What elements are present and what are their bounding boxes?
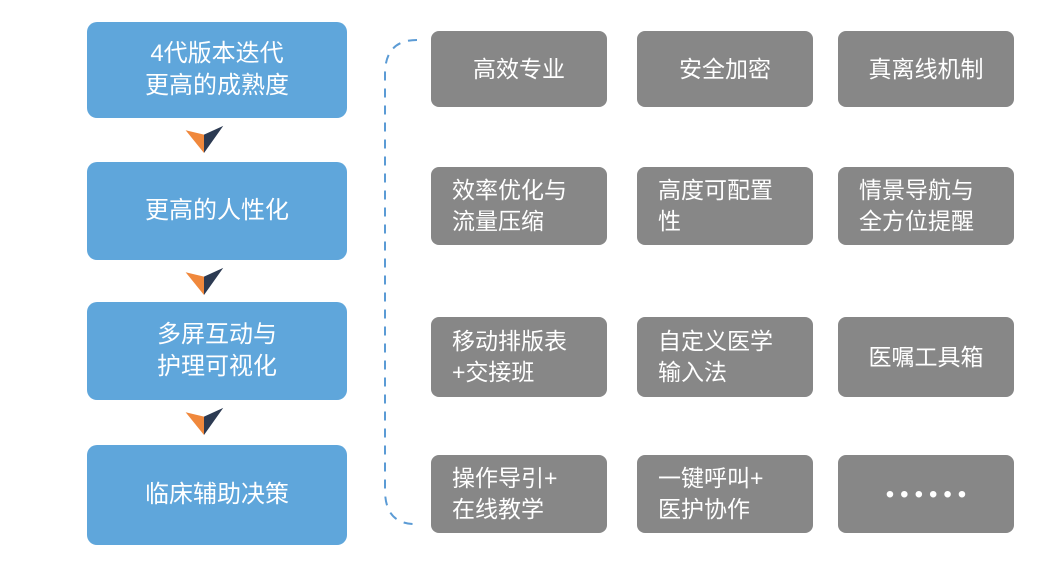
- down-arrow-icon: [185, 407, 224, 435]
- stage-box-clinical-decision: 临床辅助决策: [87, 445, 347, 545]
- feature-box: 自定义医学 输入法: [637, 317, 813, 397]
- feature-box: 高度可配置 性: [637, 167, 813, 245]
- feature-box: 情景导航与 全方位提醒: [838, 167, 1014, 245]
- feature-box: 一键呼叫+ 医护协作: [637, 455, 813, 533]
- stage-box-humanization: 更高的人性化: [87, 162, 347, 260]
- down-arrow-icon: [185, 125, 224, 153]
- brace-connector: [384, 39, 418, 525]
- feature-box-more-dots: ••••••: [838, 455, 1014, 533]
- feature-box: 效率优化与 流量压缩: [431, 167, 607, 245]
- stage-box-version-iteration: 4代版本迭代 更高的成熟度: [87, 22, 347, 118]
- down-arrow-icon: [185, 267, 224, 295]
- feature-box: 高效专业: [431, 31, 607, 107]
- feature-box: 安全加密: [637, 31, 813, 107]
- feature-box: 医嘱工具箱: [838, 317, 1014, 397]
- feature-box: 移动排版表 +交接班: [431, 317, 607, 397]
- stage-box-multiscreen: 多屏互动与 护理可视化: [87, 302, 347, 400]
- feature-box: 操作导引+ 在线教学: [431, 455, 607, 533]
- feature-box: 真离线机制: [838, 31, 1014, 107]
